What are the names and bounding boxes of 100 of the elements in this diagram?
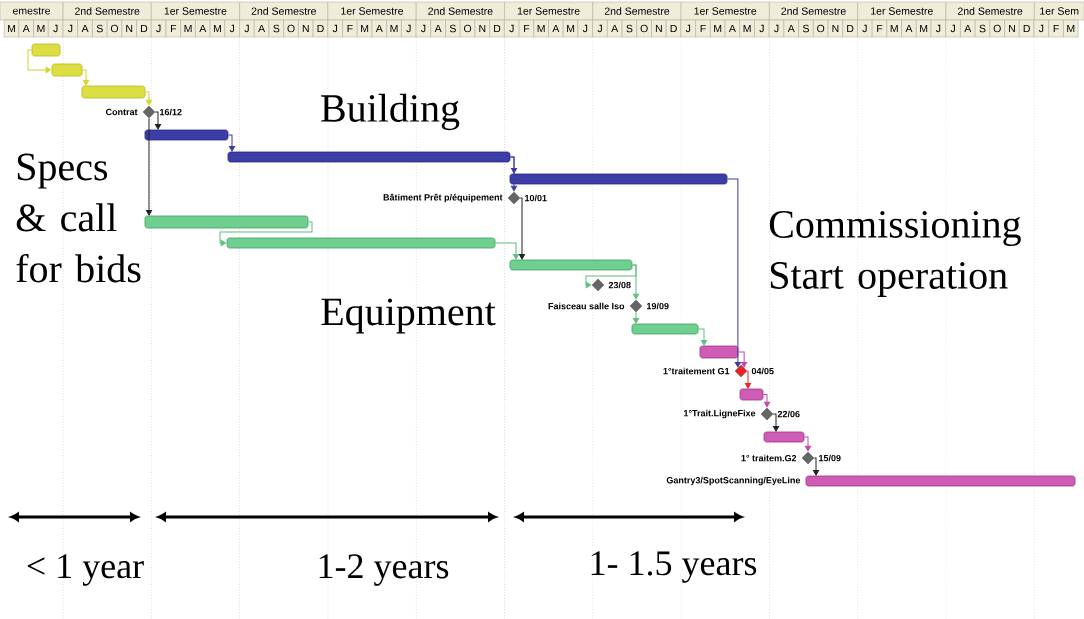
month-cell: A <box>960 19 976 38</box>
month-cell: A <box>901 19 917 38</box>
duration-label: < 1 year <box>27 554 144 586</box>
task-label: 1°traitement G1 <box>663 367 730 375</box>
connector-arrow <box>494 242 520 260</box>
date-label: 23/08 <box>608 281 631 289</box>
connector-arrow <box>772 413 780 432</box>
connector-arrow <box>762 394 771 408</box>
connector-arrow <box>737 351 748 368</box>
connector-arrow <box>227 134 236 152</box>
task-label: 1°Trait.LigneFixe <box>684 409 756 419</box>
task-label: Faisceau salle Iso <box>548 302 625 310</box>
month-cell: N <box>121 19 137 38</box>
date-label: 10/01 <box>525 194 547 202</box>
phase-label: Specs & call for bids <box>16 153 141 283</box>
connector-arrow <box>813 457 820 476</box>
date-label: 04/05 <box>751 367 774 375</box>
month-cell: J <box>62 19 78 38</box>
month-cell: F <box>342 19 358 38</box>
month-cell: J <box>151 19 167 38</box>
month-cell: N <box>474 19 490 38</box>
date-label: 22/06 <box>777 410 800 418</box>
connector-arrow <box>745 370 752 389</box>
month-cell: M <box>886 19 902 38</box>
month-cell: A <box>783 19 799 38</box>
month-cell: N <box>651 19 667 38</box>
date-label: 16/12 <box>160 108 182 116</box>
task-bar <box>699 345 739 359</box>
task-bar <box>227 151 511 163</box>
phase-label: Building <box>321 93 460 131</box>
month-cell: F <box>165 19 181 38</box>
month-cell: J <box>945 19 961 38</box>
month-cell: S <box>268 19 284 38</box>
month-cell: F <box>695 19 711 38</box>
month-cell: J <box>577 19 593 38</box>
duration-label: 1-2 years <box>319 554 449 586</box>
task-bar <box>144 215 309 229</box>
month-cell: N <box>1004 19 1020 38</box>
month-cell: J <box>224 19 240 38</box>
month-cell: M <box>357 19 373 38</box>
month-cell: J <box>680 19 696 38</box>
month-cell: A <box>254 19 270 38</box>
task-bar <box>509 259 633 271</box>
month-cell: D <box>136 19 152 38</box>
month-cell: M <box>739 19 755 38</box>
task-bar <box>631 323 699 335</box>
connector-arrow <box>631 264 640 300</box>
connector-arrow <box>27 49 52 74</box>
task-bar <box>144 129 229 141</box>
task-bar <box>81 85 146 99</box>
date-label: 19/09 <box>647 302 669 310</box>
connector-arrow <box>697 328 708 346</box>
month-cell: S <box>445 19 461 38</box>
month-cell: M <box>533 19 549 38</box>
connector-arrow <box>144 91 153 106</box>
month-cell: M <box>209 19 226 38</box>
month-cell: A <box>724 19 740 38</box>
month-cell: A <box>548 19 564 38</box>
month-cell: J <box>857 19 873 38</box>
task-label: Gantry3/SpotScanning/EyeLine <box>666 476 801 486</box>
month-cell: D <box>665 19 682 38</box>
connector-arrow <box>519 197 526 260</box>
month-cell: M <box>3 19 20 38</box>
month-cell: M <box>1063 19 1079 38</box>
connector-arrow <box>219 221 313 247</box>
month-cell: N <box>827 19 843 38</box>
month-cell: J <box>592 19 608 38</box>
month-cell: S <box>974 19 991 38</box>
month-cell: M <box>386 19 402 38</box>
month-cell: S <box>798 19 814 38</box>
task-label: Bâtiment Prêt p/équipement <box>383 193 503 203</box>
month-cell: O <box>989 19 1005 38</box>
phase-label: Equipment <box>321 298 496 334</box>
task-label: Contrat <box>105 108 138 116</box>
task-label: 1° traitem.G2 <box>741 454 797 462</box>
month-cell: O <box>106 19 123 38</box>
month-cell: J <box>239 19 255 38</box>
connector-arrow <box>633 311 640 324</box>
month-cell: D <box>842 19 858 38</box>
month-cell: F <box>871 19 888 38</box>
connector-arrow <box>509 156 518 192</box>
task-bar <box>763 431 805 443</box>
month-cell: S <box>621 19 638 38</box>
month-cell: F <box>1048 19 1064 38</box>
month-cell: A <box>371 19 387 38</box>
month-cell: O <box>636 19 652 38</box>
task-bar <box>31 43 61 57</box>
duration-label: 1- 1.5 years <box>591 551 757 583</box>
task-bar <box>51 63 83 77</box>
date-label: 15/09 <box>819 454 841 462</box>
month-cell: A <box>430 19 446 38</box>
month-cell: D <box>312 19 329 38</box>
month-cell: J <box>415 19 432 38</box>
month-cell: J <box>327 19 343 38</box>
connector-arrow <box>154 111 162 130</box>
connector-arrow <box>803 436 812 452</box>
connector-arrow <box>145 117 153 216</box>
phase-label: Commissioning Start operation <box>769 211 1021 297</box>
connector-arrow <box>726 178 741 368</box>
task-bar <box>226 237 496 249</box>
